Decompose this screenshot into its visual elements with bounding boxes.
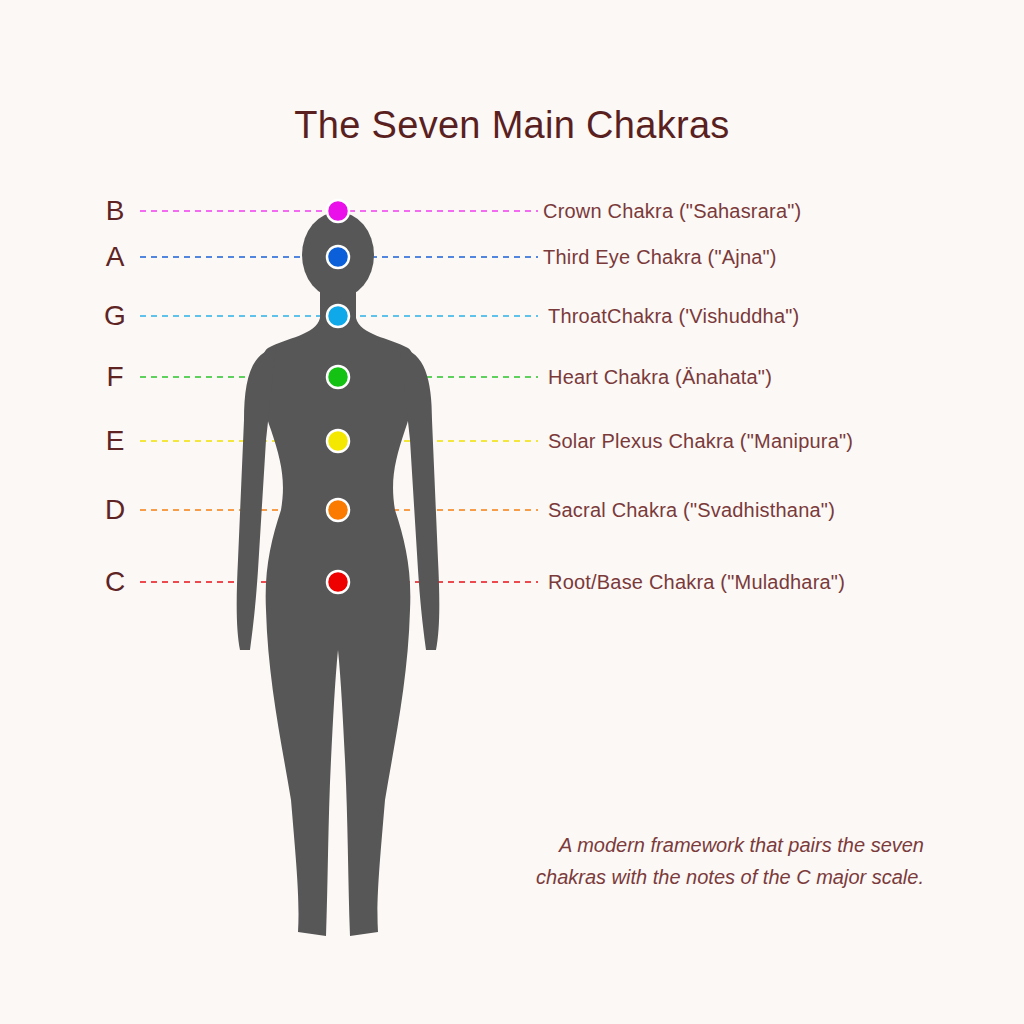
chakra-label: Sacral Chakra ("Svadhisthana") bbox=[548, 499, 835, 522]
chakra-label: Third Eye Chakra ("Ajna") bbox=[543, 246, 777, 269]
note-letter: A bbox=[106, 241, 125, 273]
chakra-label: Solar Plexus Chakra ("Manipura") bbox=[548, 430, 853, 453]
note-letter: E bbox=[106, 425, 125, 457]
body-arm bbox=[237, 348, 276, 650]
chakra-label: Crown Chakra ("Sahasrara") bbox=[543, 200, 801, 223]
note-letter: D bbox=[105, 494, 125, 526]
body-arm bbox=[400, 348, 439, 650]
chakra-dot bbox=[327, 366, 349, 388]
body-torso bbox=[261, 318, 416, 936]
chakra-label: Heart Chakra (Änahata") bbox=[548, 366, 772, 389]
note-letter: G bbox=[104, 300, 126, 332]
chakra-label: Root/Base Chakra ("Muladhara") bbox=[548, 571, 845, 594]
note-letter: B bbox=[106, 195, 125, 227]
diagram-caption: A modern framework that pairs the seven … bbox=[524, 829, 924, 893]
note-letter: C bbox=[105, 566, 125, 598]
chakra-dot bbox=[327, 246, 349, 268]
chakra-dot bbox=[327, 499, 349, 521]
diagram-title: The Seven Main Chakras bbox=[0, 104, 1024, 147]
chakra-label: ThroatChakra ('Vishuddha") bbox=[548, 305, 799, 328]
chakra-dot bbox=[327, 571, 349, 593]
chakra-dot bbox=[327, 305, 349, 327]
chakra-dot bbox=[327, 430, 349, 452]
note-letter: F bbox=[106, 361, 123, 393]
chakra-dot bbox=[327, 200, 349, 222]
